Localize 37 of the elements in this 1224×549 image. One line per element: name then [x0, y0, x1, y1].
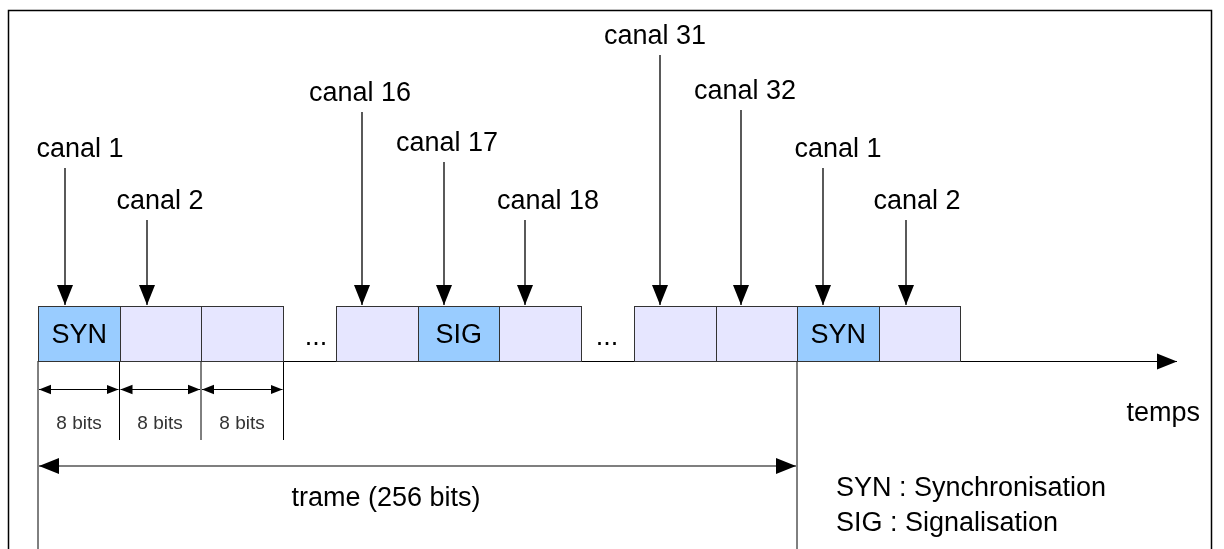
axis-label: temps: [1126, 395, 1200, 429]
arrow: [733, 109, 749, 306]
channel-label: canal 16: [290, 76, 430, 108]
channel-label: canal 17: [377, 126, 517, 158]
channel-label: canal 32: [675, 74, 815, 106]
channel-label: canal 2: [847, 184, 987, 216]
channel-label: canal 2: [90, 184, 230, 216]
time-slot: [201, 306, 284, 362]
time-slot: [499, 306, 582, 362]
arrow: [898, 219, 914, 306]
ellipsis: ...: [595, 319, 619, 353]
legend-text: SYN : Synchronisation: [836, 470, 1107, 504]
arrow: [652, 54, 668, 306]
channel-label: canal 1: [768, 132, 908, 164]
dimension-label: trame (256 bits): [291, 480, 481, 514]
highlighted-time-slot: SIG: [417, 306, 500, 362]
dimension-label: 8 bits: [219, 411, 265, 435]
arrow: [517, 219, 533, 306]
time-slot: [878, 306, 961, 362]
highlighted-time-slot: SYN: [38, 306, 121, 362]
ellipsis: ...: [304, 319, 328, 353]
arrow: [57, 167, 73, 306]
channel-label: canal 18: [478, 184, 618, 216]
dimension-label: 8 bits: [56, 411, 102, 435]
dimension-label: 8 bits: [137, 411, 183, 435]
legend-text: SIG : Signalisation: [836, 505, 1059, 539]
arrow: [354, 111, 370, 306]
time-slot: [715, 306, 798, 362]
channel-label: canal 31: [585, 19, 725, 51]
arrow: [139, 219, 155, 306]
highlighted-time-slot: SYN: [797, 306, 880, 362]
time-slot: [119, 306, 202, 362]
time-slot: [634, 306, 717, 362]
arrow: [436, 161, 452, 306]
arrow: [815, 167, 831, 306]
time-slot: [336, 306, 419, 362]
channel-label: canal 1: [10, 132, 150, 164]
